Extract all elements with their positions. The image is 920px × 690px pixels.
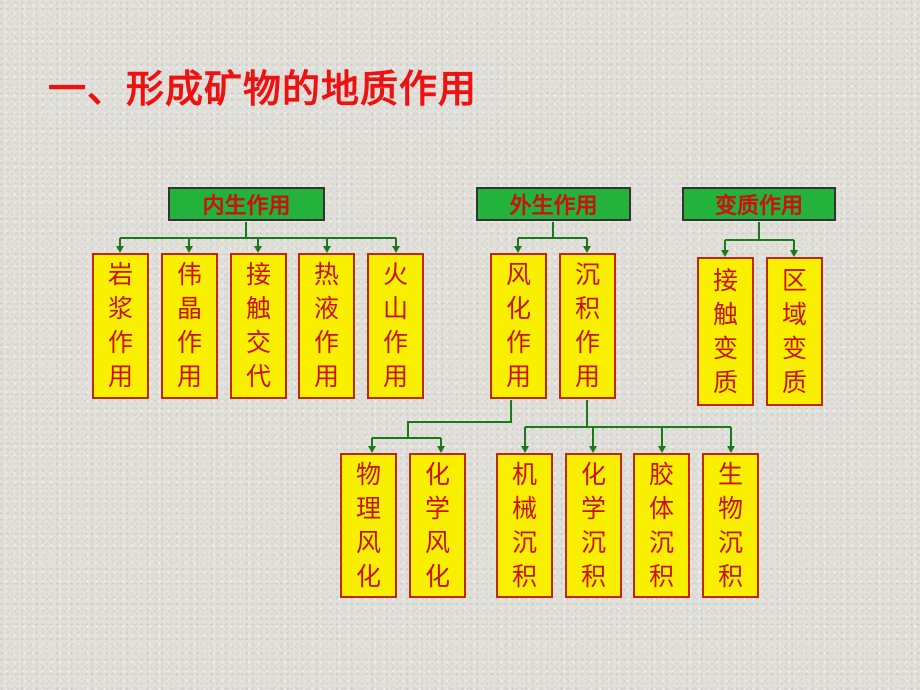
endogenic-item-magmatic: 岩浆作用 bbox=[92, 253, 149, 399]
sedimentation-item-biological: 生物沉积 bbox=[702, 453, 759, 598]
sedimentation-item-colloidal: 胶体沉积 bbox=[633, 453, 690, 598]
endogenic-item-pegmatitic: 伟晶作用 bbox=[161, 253, 218, 399]
weathering-item-chemical: 化学风化 bbox=[409, 453, 466, 598]
metamorphic-header: 变质作用 bbox=[682, 187, 836, 221]
metamorphic-item-contact: 接触变质 bbox=[697, 257, 754, 406]
metamorphic-item-regional: 区域变质 bbox=[766, 257, 823, 406]
sedimentation-item-mechanical: 机械沉积 bbox=[496, 453, 553, 598]
exogenic-item-weathering: 风化作用 bbox=[490, 253, 547, 399]
endogenic-item-volcanic: 火山作用 bbox=[367, 253, 424, 399]
endogenic-item-hydrothermal: 热液作用 bbox=[298, 253, 355, 399]
exogenic-item-sedimentation: 沉积作用 bbox=[559, 253, 616, 399]
page-title: 一、形成矿物的地质作用 bbox=[48, 67, 478, 111]
sedimentation-item-chemical: 化学沉积 bbox=[565, 453, 622, 598]
weathering-item-physical: 物理风化 bbox=[340, 453, 397, 598]
exogenic-header: 外生作用 bbox=[476, 187, 631, 221]
endogenic-header: 内生作用 bbox=[168, 187, 325, 221]
endogenic-item-contact-metasomatism: 接触交代 bbox=[230, 253, 287, 399]
